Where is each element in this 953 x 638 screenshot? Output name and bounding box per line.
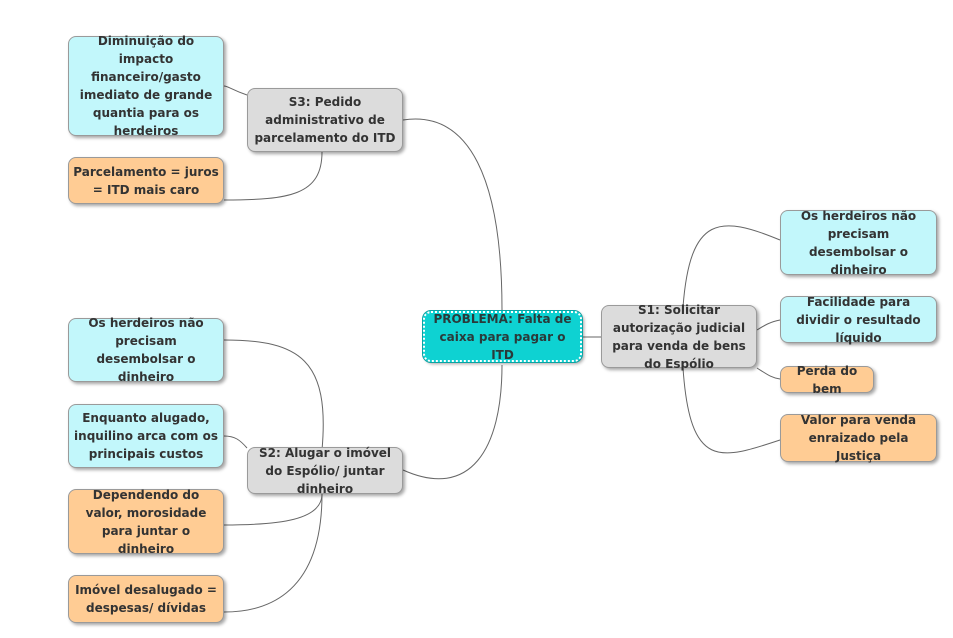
s1-node[interactable]: S1: Solicitar autorização judicial para … [601, 303, 757, 371]
s3-pro-label-1: Diminuição do impacto financeiro/gasto i… [79, 34, 213, 138]
edge-root-s2 [402, 364, 503, 480]
s1-con-label-2: Valor para venda enraizado pela Justiça [800, 413, 917, 463]
s3-con-node-1[interactable]: Parcelamento = juros = ITD mais caro [68, 157, 224, 204]
s3-label: S3: Pedido administrativo de parcelament… [254, 95, 396, 145]
s1-pro-node-2[interactable]: Facilidade para dividir o resultado líqu… [780, 295, 937, 345]
s2-con-label-2: Imóvel desalugado = despesas/ dívidas [75, 583, 217, 615]
s2-con-node-2[interactable]: Imóvel desalugado = despesas/ dívidas [68, 575, 224, 623]
s1-con-node-1[interactable]: Perda do bem [780, 364, 874, 396]
s1-pro-label-2: Facilidade para dividir o resultado líqu… [796, 294, 921, 345]
edge-s1-pro1 [682, 225, 781, 308]
s3-node[interactable]: S3: Pedido administrativo de parcelament… [247, 88, 403, 152]
s2-pro-label-1: Os herdeiros não precisam desembolsar o … [88, 316, 204, 384]
edge-s3-con [223, 151, 323, 201]
s2-pro-node-2[interactable]: Enquanto alugado, inquilino arca com os … [68, 404, 224, 468]
root-problem-label: PROBLEMA: Falta de caixa para pagar o IT… [433, 311, 572, 362]
s1-con-node-2[interactable]: Valor para venda enraizado pela Justiça [780, 413, 937, 463]
s2-pro-label-2: Enquanto alugado, inquilino arca com os … [74, 411, 218, 461]
root-problem-node[interactable]: PROBLEMA: Falta de caixa para pagar o IT… [422, 310, 583, 363]
s2-label: S2: Alugar o imóvel do Espólio/ juntar d… [258, 445, 392, 496]
edge-s2-pro2 [223, 435, 248, 449]
edge-s1-con1 [756, 367, 781, 380]
edge-s2-con1 [223, 493, 323, 526]
edge-s2-pro1 [223, 339, 324, 451]
edge-s1-pro2 [756, 319, 781, 331]
edge-s2-con2 [223, 493, 323, 613]
s2-pro-node-1[interactable]: Os herdeiros não precisam desembolsar o … [68, 316, 224, 384]
s3-pro-node-1[interactable]: Diminuição do impacto financeiro/gasto i… [68, 34, 224, 138]
s3-con-label-1: Parcelamento = juros = ITD mais caro [73, 164, 219, 197]
s2-node[interactable]: S2: Alugar o imóvel do Espólio/ juntar d… [247, 446, 403, 496]
s1-pro-label-1: Os herdeiros não precisam desembolsar o … [800, 208, 917, 277]
s1-pro-node-1[interactable]: Os herdeiros não precisam desembolsar o … [780, 209, 937, 277]
s1-label: S1: Solicitar autorização judicial para … [612, 302, 746, 371]
s1-con-label-1: Perda do bem [796, 363, 858, 396]
edge-s1-con2 [682, 367, 781, 454]
s2-con-node-1[interactable]: Dependendo do valor, morosidade para jun… [68, 488, 224, 556]
edge-root-s3 [402, 118, 503, 311]
s2-con-label-1: Dependendo do valor, morosidade para jun… [85, 487, 207, 556]
edge-s3-pro [223, 85, 248, 96]
